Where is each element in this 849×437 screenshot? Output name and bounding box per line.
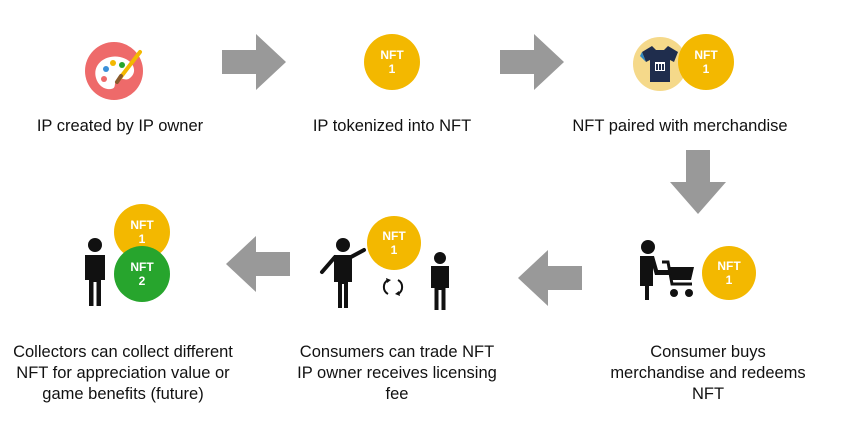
tshirt-icon: [633, 37, 687, 91]
nft-token-icon: NFT 1: [678, 34, 734, 90]
step-1-label: IP created by IP owner: [36, 117, 204, 135]
step-2-label: IP tokenized into NFT: [312, 117, 472, 135]
arrow-down-icon: [670, 150, 726, 214]
step-4-label: Consumer buys merchandise and redeems NF…: [610, 343, 806, 403]
step-6-label: Collectors can collect different NFT for…: [13, 343, 233, 403]
person-gesturing-icon: [320, 238, 366, 308]
nft-token-icon: NFT 1: [702, 246, 756, 300]
exchange-arrows-icon: [382, 278, 404, 296]
nft-token-icon: NFT 1: [367, 216, 421, 270]
arrow-left-icon: [226, 236, 290, 292]
arrow-right-icon: [222, 34, 286, 90]
step-3-label: NFT paired with merchandise: [572, 117, 788, 135]
arrow-left-icon: [518, 250, 582, 306]
arrow-right-icon: [500, 34, 564, 90]
shopping-cart-person-icon: [640, 240, 694, 300]
person-icon: [431, 252, 449, 310]
palette-icon: [85, 42, 143, 100]
nft-token-icon: NFT 1: [364, 34, 420, 90]
person-icon: [85, 238, 105, 306]
step-5-label: Consumers can trade NFT IP owner receive…: [297, 343, 497, 403]
nft-token-green-icon: NFT 2: [114, 246, 170, 302]
